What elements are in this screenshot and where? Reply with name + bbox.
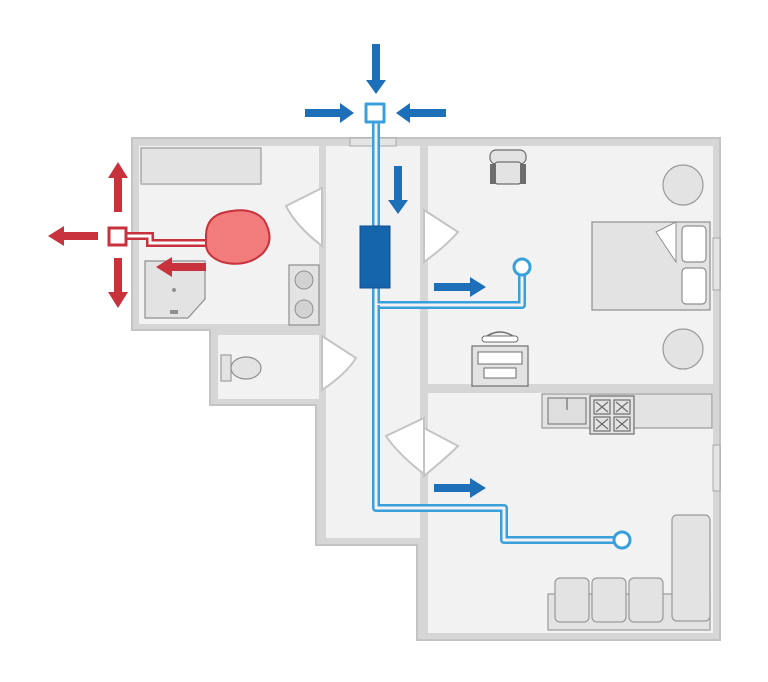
supply-arrow-icon [388, 166, 408, 214]
stove [589, 395, 635, 435]
bed [591, 221, 711, 311]
bedroom-diffuser [512, 257, 532, 277]
bedroom-door [423, 208, 460, 264]
office-chair [489, 149, 527, 185]
exhaust-arrows [48, 162, 206, 308]
bedroom-furniture [471, 149, 711, 387]
supply-ducts [364, 102, 632, 550]
doors [284, 186, 460, 479]
bedroom-window [712, 237, 721, 291]
sofa [547, 514, 711, 631]
living-diffuser [612, 530, 632, 550]
exhaust-ducts [107, 226, 214, 247]
supply-arrow-icon [434, 478, 486, 498]
intake-box [364, 102, 386, 124]
exhaust-arrow-icon [108, 162, 128, 212]
bathroom-fixtures [140, 147, 320, 326]
exhaust-arrow-icon [48, 226, 98, 246]
toilet-bowl [230, 356, 262, 380]
nightstand-bottom [662, 328, 704, 370]
exhaust-fan-icon [205, 209, 271, 265]
supply-arrows [305, 44, 486, 498]
supply-arrow-icon [305, 103, 354, 123]
exhaust-arrow-icon [108, 258, 128, 308]
supply-arrow-icon [434, 277, 486, 297]
living-window [712, 444, 721, 492]
toilet-door [321, 334, 358, 392]
nightstand-top [662, 164, 704, 206]
bathroom-door [284, 186, 323, 249]
toilet-fixture [220, 354, 262, 382]
supply-arrow-icon [366, 44, 386, 94]
ventilation-unit-icon [359, 225, 391, 289]
exhaust-arrow-icon [156, 257, 206, 277]
bathtub [140, 147, 262, 185]
kitchen-door-2 [423, 426, 460, 479]
kitchen-fixtures [541, 393, 713, 435]
supply-arrow-icon [396, 103, 446, 123]
exhaust-box [107, 226, 128, 247]
desk-computer [471, 331, 529, 387]
